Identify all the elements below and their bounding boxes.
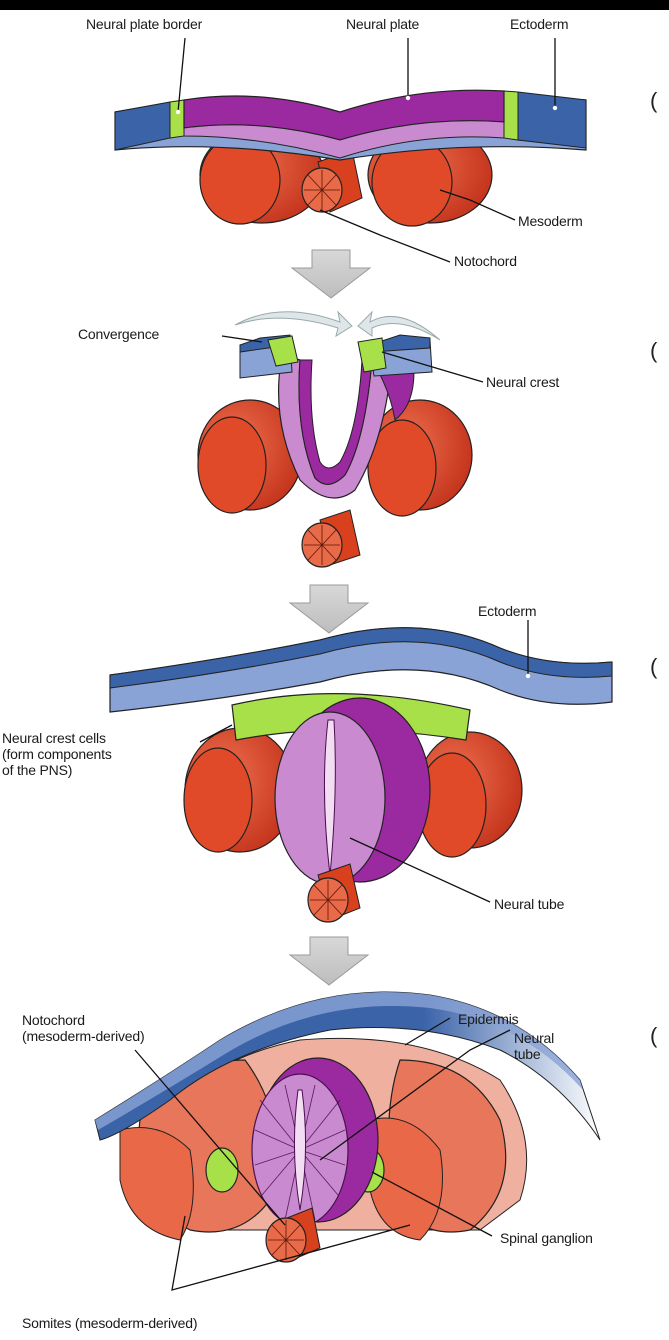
label-neural-tube-d-line2: tube [514,1046,594,1062]
label-epidermis: Epidermis [458,1011,518,1027]
notochord-b [302,510,360,567]
label-neural-tube-d: Neural tube [514,1030,594,1062]
label-notochord-d-line2: (mesoderm-derived) [22,1028,222,1044]
convergence-arrow-left [235,312,352,336]
step-mark-a: ( [650,88,657,114]
neural-plate-border-left [170,100,184,138]
label-spinal-ganglion: Spinal ganglion [500,1230,593,1246]
label-ectoderm-a: Ectoderm [510,16,568,32]
label-neural-plate-border: Neural plate border [86,16,202,32]
step-arrow-2 [290,585,368,633]
panel-a [115,38,586,262]
step-mark-d: ( [650,1023,657,1049]
label-neural-plate: Neural plate [346,16,419,32]
label-ectoderm-c: Ectoderm [478,603,536,619]
label-neural-tube-c: Neural tube [494,896,564,912]
label-notochord-d-line1: Notochord [22,1012,222,1028]
label-notochord-a: Notochord [454,253,517,269]
label-convergence: Convergence [78,326,159,342]
step-mark-c: ( [650,654,657,680]
spinal-ganglion-left [206,1148,238,1192]
label-notochord-d: Notochord (mesoderm-derived) [22,1012,222,1044]
step-arrow-1 [292,250,370,298]
label-neural-crest-cells-line3: of the PNS) [2,762,202,778]
step-arrow-3 [290,937,368,985]
neural-plate-border-right [504,91,518,140]
label-neural-crest-cells-line1: Neural crest cells [2,730,202,746]
step-mark-b: ( [650,338,657,364]
label-mesoderm: Mesoderm [518,213,583,229]
label-neural-crest: Neural crest [486,374,559,390]
label-neural-crest-cells: Neural crest cells (form components of t… [2,730,202,778]
label-neural-crest-cells-line2: (form components [2,746,202,762]
panel-b [198,312,483,567]
label-neural-tube-d-line1: Neural [514,1030,594,1046]
label-somites: Somites (mesoderm-derived) [22,1315,197,1331]
